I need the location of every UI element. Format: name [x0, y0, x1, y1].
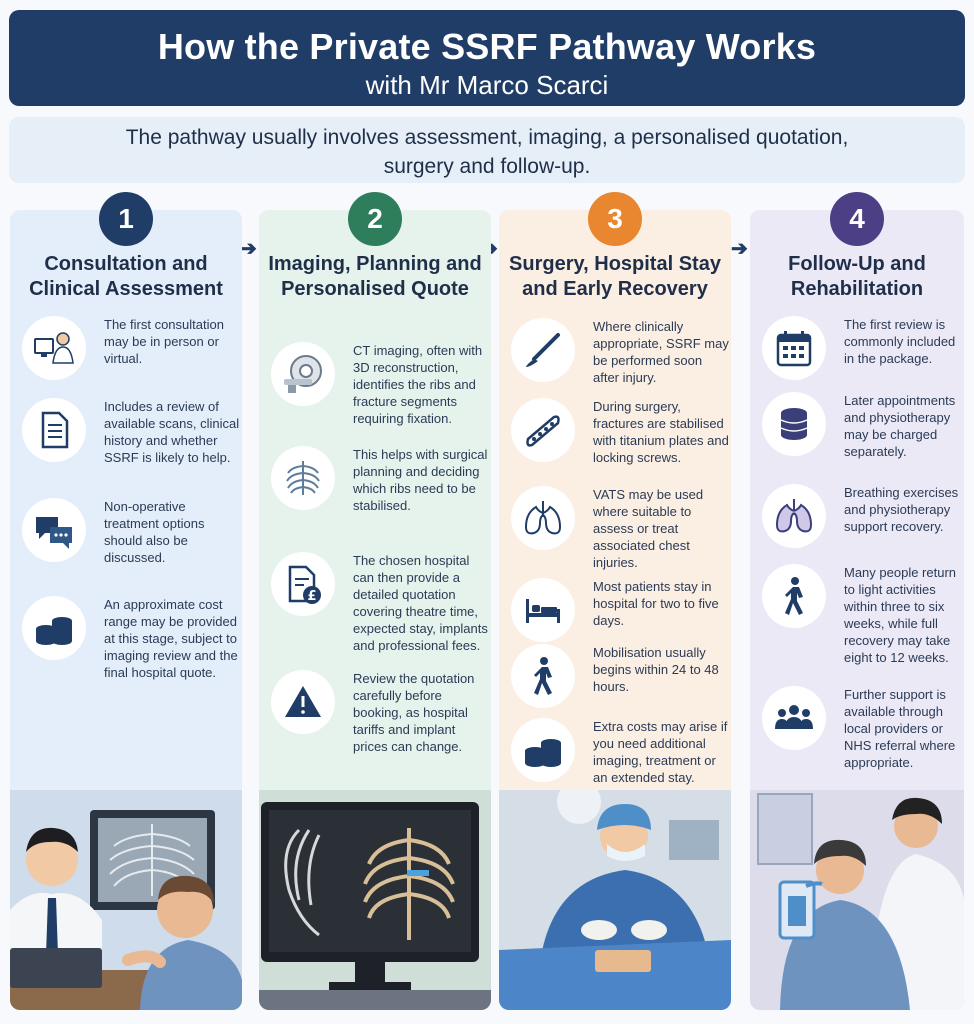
step-item-text: The chosen hospital can then provide a d… [353, 553, 488, 653]
step-item-text: Mobilisation usually begins within 24 to… [593, 645, 719, 694]
step-item-text: Later appointments and physiotherapy may… [844, 393, 956, 459]
step-number-badge: 1 [99, 192, 153, 246]
step-item-text: VATS may be used where suitable to asses… [593, 487, 704, 570]
step-title: Imaging, Planning and Personalised Quote [268, 253, 482, 300]
arrow-right-icon: ➔ [240, 238, 257, 260]
step-title: Surgery, Hospital Stay and Early Recover… [509, 253, 721, 300]
step-item-text: An approximate cost range may be provide… [104, 597, 238, 680]
step-column-1: 1 Consultation and Clinical Assessment T… [10, 192, 242, 1010]
walking-person-icon [511, 644, 575, 708]
group-people-icon [762, 686, 826, 750]
ribcage-icon [271, 446, 335, 510]
step-item-text: The first review is commonly included in… [844, 317, 956, 366]
surgery-illustration [499, 790, 731, 1010]
step-item-text: Many people return to light activities w… [844, 565, 957, 665]
quotation-pound-icon: £ [271, 552, 335, 616]
hospital-bed-icon [511, 578, 575, 642]
step-item-text: The first consultation may be in person … [104, 317, 224, 366]
page-subtitle: with Mr Marco Scarci [365, 70, 609, 100]
walking-person-icon [762, 564, 826, 628]
step-item-text: Where clinically appropriate, SSRF may b… [593, 319, 729, 385]
titanium-plate-icon [511, 398, 575, 462]
step-item-text: Review the quotation carefully before bo… [353, 671, 475, 754]
step-column-3: 3 Surgery, Hospital Stay and Early Recov… [499, 192, 731, 1010]
lungs-icon [511, 486, 575, 550]
consultation-illustration [10, 790, 242, 1010]
scalpel-icon [511, 318, 575, 382]
step-column-4: 4 Follow-Up and Rehabilitation The first… [750, 192, 974, 1010]
step-number-badge: 3 [588, 192, 642, 246]
step-item-text: Non-operative treatment options should a… [104, 499, 205, 565]
document-icon [22, 398, 86, 462]
doctor-computer-icon [22, 316, 86, 380]
step-column-2: 2 Imaging, Planning and Personalised Quo… [259, 192, 491, 1010]
step-item-text: Extra costs may arise if you need additi… [593, 719, 728, 785]
coins-icon [22, 596, 86, 660]
step-item-text: Breathing exercises and physiotherapy su… [844, 485, 959, 534]
svg-text:£: £ [307, 589, 316, 604]
ct-monitor-illustration [259, 790, 491, 1010]
step-item-text: Further support is available through loc… [844, 687, 956, 770]
step-title: Follow-Up and Rehabilitation [788, 253, 926, 300]
coin-stack-icon [762, 392, 826, 456]
ct-scanner-icon [271, 342, 335, 406]
calendar-icon [762, 316, 826, 380]
header-banner: How the Private SSRF Pathway Works with … [9, 10, 965, 106]
warning-icon [271, 670, 335, 734]
step-item-text: During surgery, fractures are stabilised… [593, 399, 729, 465]
step-panel [259, 210, 491, 1010]
step-item-text: This helps with surgical planning and de… [353, 447, 488, 513]
step-item-text: Includes a review of available scans, cl… [104, 399, 240, 465]
step-title: Consultation and Clinical Assessment [29, 253, 223, 300]
step-number-badge: 4 [830, 192, 884, 246]
step-item-text: Most patients stay in hospital for two t… [593, 579, 719, 628]
step-number-badge: 2 [348, 192, 402, 246]
coins-icon [511, 718, 575, 782]
page-title: How the Private SSRF Pathway Works [157, 26, 817, 67]
lungs-icon [762, 484, 826, 548]
step-item-text: CT imaging, often with 3D reconstruction… [353, 343, 483, 426]
intro-banner: The pathway usually involves assessment,… [9, 117, 965, 183]
rehabilitation-illustration [750, 790, 964, 1010]
arrow-right-icon: ➔ [731, 238, 748, 260]
chat-bubbles-icon [22, 498, 86, 562]
